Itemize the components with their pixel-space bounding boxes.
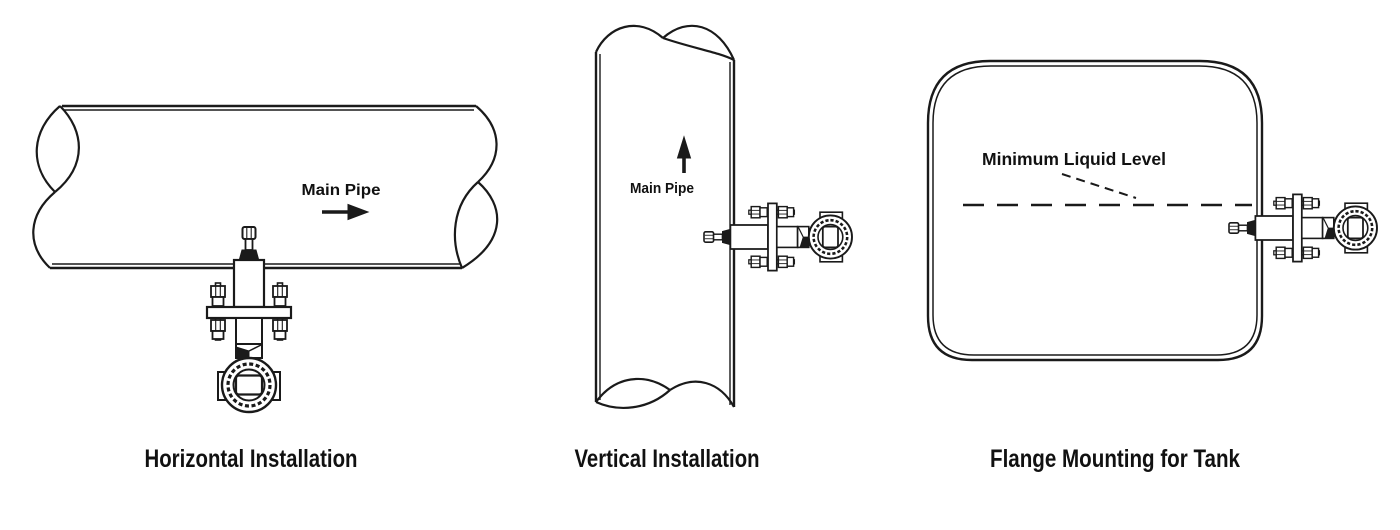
flow-sensor-horizontal <box>207 227 291 412</box>
caption-horizontal-installation: Horizontal Installation <box>145 445 358 473</box>
caption-vertical-installation: Vertical Installation <box>575 445 760 473</box>
horizontal-pipe <box>32 104 499 270</box>
flow-direction-right-arrow-icon <box>322 203 370 221</box>
pipe-label-vertical: Main Pipe <box>630 180 694 197</box>
flow-sensor-vertical <box>704 203 852 270</box>
pipe-break-curve <box>595 24 664 53</box>
tank <box>926 59 1264 362</box>
pipe-label-horizontal: Main Pipe <box>302 182 381 199</box>
caption-flange-mounting-for-tank: Flange Mounting for Tank <box>990 445 1240 473</box>
vertical-pipe <box>594 24 736 409</box>
level-label-leader-line <box>1061 173 1137 199</box>
flow-direction-up-arrow-icon <box>676 135 692 173</box>
pipe-break-curve <box>35 105 61 193</box>
minimum-liquid-level-label: Minimum Liquid Level <box>982 149 1166 169</box>
